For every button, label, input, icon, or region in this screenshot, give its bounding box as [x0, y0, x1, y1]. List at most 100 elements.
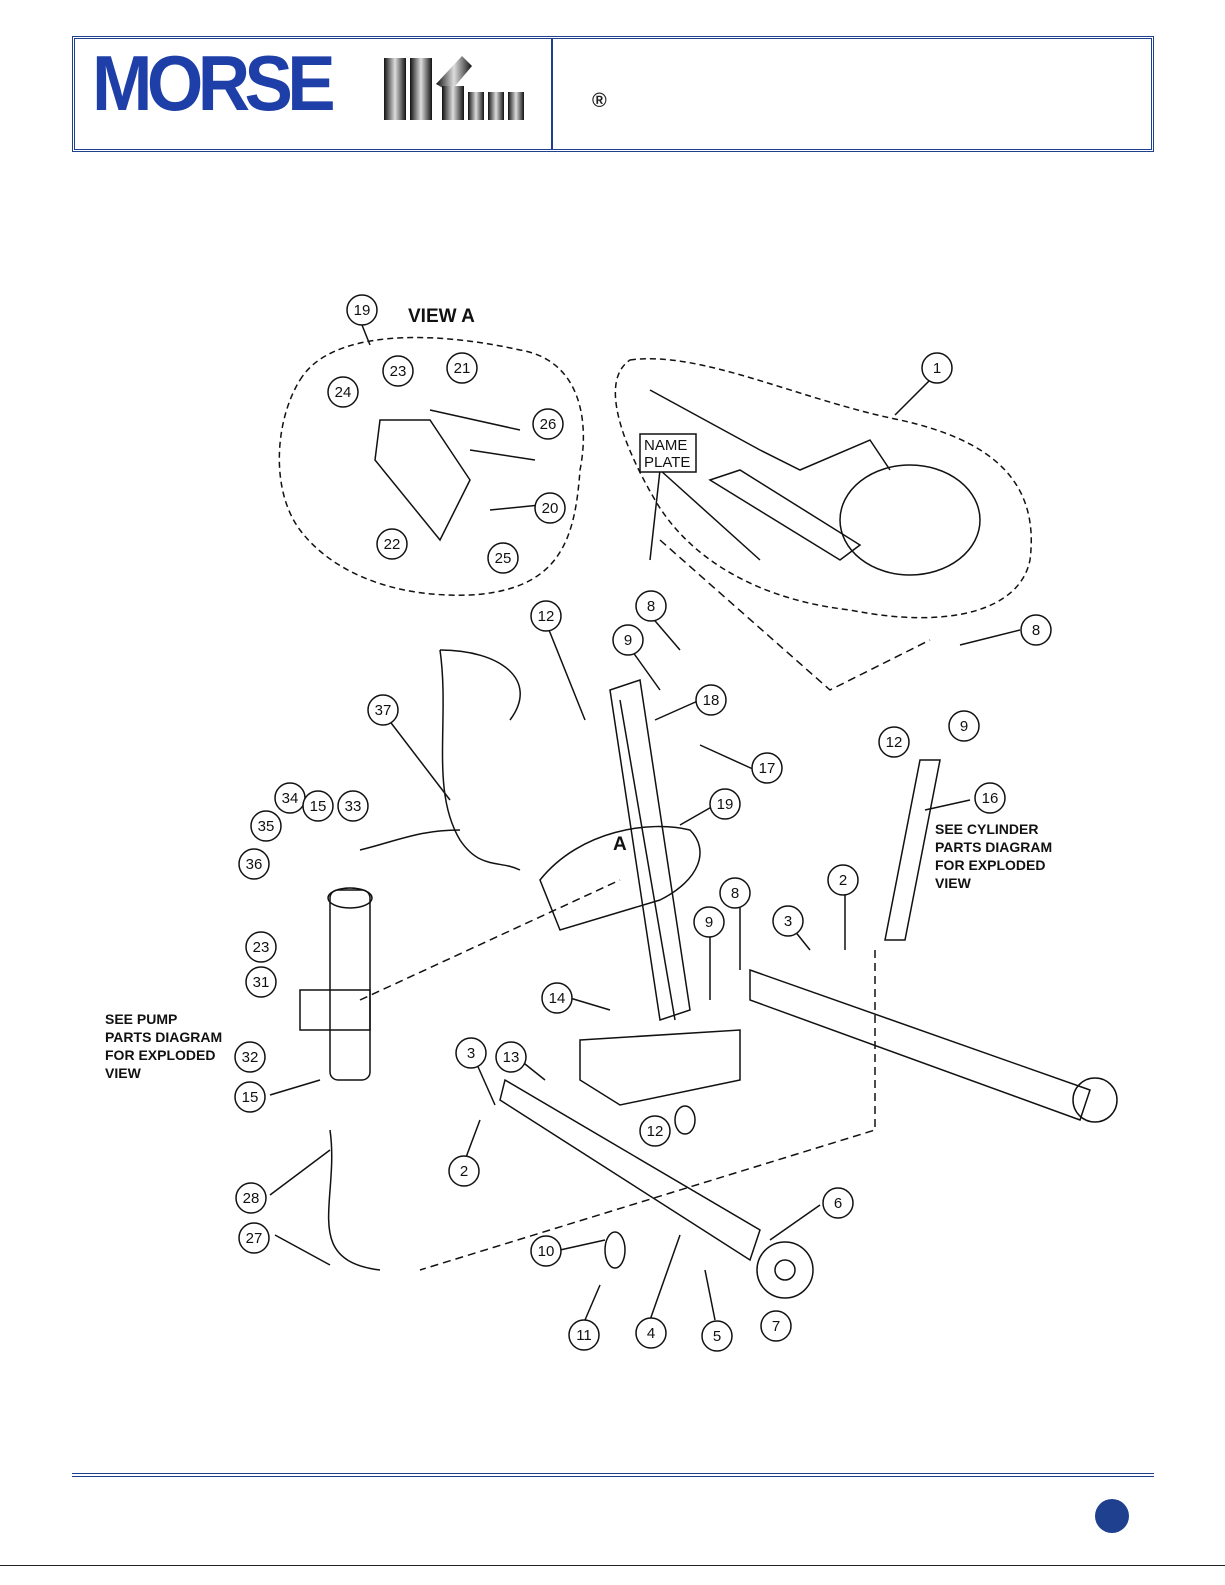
pump-reservoir	[330, 890, 370, 1080]
boom-beam	[710, 470, 860, 560]
callout-number: 28	[243, 1190, 260, 1207]
callout-18: 18	[696, 685, 726, 715]
callout-number: 14	[549, 990, 566, 1007]
callout-8: 8	[720, 878, 750, 908]
callout-number: 15	[310, 798, 327, 815]
boom-outline	[615, 359, 1031, 618]
callout-number: 23	[390, 363, 407, 380]
dash-link-3	[360, 880, 620, 1000]
hose-3	[329, 1130, 380, 1270]
callout-number: 21	[454, 360, 471, 377]
callout-number: 19	[354, 302, 371, 319]
pump-note: SEE PUMP PARTS DIAGRAM FOR EXPLODED VIEW	[105, 1011, 222, 1081]
base-frame	[580, 1030, 740, 1105]
pump-note-line-2: PARTS DIAGRAM	[105, 1029, 222, 1045]
callout-9: 9	[613, 625, 643, 655]
callout-number: 27	[246, 1230, 263, 1247]
left-leg	[500, 1080, 760, 1260]
cylinder-note-line-3: FOR EXPLODED	[935, 857, 1045, 873]
nameplate-label-1: NAME	[644, 437, 687, 454]
callout-9: 9	[694, 907, 724, 937]
view-a-title: VIEW A	[408, 306, 475, 327]
callout-6: 6	[823, 1188, 853, 1218]
callout-number: 9	[960, 718, 968, 735]
callout-12: 12	[640, 1116, 670, 1146]
callout-number: 12	[886, 734, 903, 751]
callout-number: 12	[647, 1123, 664, 1140]
callout-8: 8	[636, 591, 666, 621]
pump-note-line-4: VIEW	[105, 1065, 142, 1081]
drum-clamp	[840, 465, 980, 575]
callout-14: 14	[542, 983, 572, 1013]
callout-number: 6	[834, 1195, 842, 1212]
callout-5: 5	[702, 1321, 732, 1351]
callout-number: 8	[731, 885, 739, 902]
callout-27: 27	[239, 1223, 269, 1253]
right-wheel	[1073, 1078, 1117, 1122]
callout-number: 37	[375, 702, 392, 719]
callout-number: 7	[772, 1318, 780, 1335]
callout-21: 21	[447, 353, 477, 383]
callout-22: 22	[377, 529, 407, 559]
callout-number: 16	[982, 790, 999, 807]
hose-1	[440, 650, 520, 870]
callout-17: 17	[752, 753, 782, 783]
callout-number: 35	[258, 818, 275, 835]
callout-number: 31	[253, 974, 270, 991]
callout-number: 1	[933, 360, 941, 377]
cylinder-note-line-4: VIEW	[935, 875, 972, 891]
callout-4: 4	[636, 1318, 666, 1348]
callout-3: 3	[773, 906, 803, 936]
callout-19: 19	[347, 295, 377, 325]
callout-37: 37	[368, 695, 398, 725]
nameplate-label-2: PLATE	[644, 454, 690, 471]
cylinder	[885, 760, 940, 940]
dash-link-1	[660, 540, 930, 690]
callout-8: 8	[1021, 615, 1051, 645]
callout-number: 9	[705, 914, 713, 931]
callout-number: 4	[647, 1325, 655, 1342]
callout-number: 11	[576, 1327, 592, 1344]
callout-13: 13	[496, 1042, 526, 1072]
callout-15: 15	[235, 1082, 265, 1112]
callout-number: 15	[242, 1089, 259, 1106]
callout-33: 33	[338, 791, 368, 821]
callout-26: 26	[533, 409, 563, 439]
callout-32: 32	[235, 1042, 265, 1072]
cylinder-note: SEE CYLINDER PARTS DIAGRAM FOR EXPLODED …	[935, 821, 1052, 891]
view-a-outline	[279, 338, 583, 596]
callout-number: 36	[246, 856, 263, 873]
callout-number: 26	[540, 416, 557, 433]
callout-number: 23	[253, 939, 270, 956]
callout-7: 7	[761, 1311, 791, 1341]
callout-number: 25	[495, 550, 512, 567]
callout-number: 33	[345, 798, 362, 815]
callout-3: 3	[456, 1038, 486, 1068]
dash-link-2	[420, 950, 875, 1270]
callout-2: 2	[449, 1156, 479, 1186]
caster-center	[605, 1232, 625, 1268]
page-dot-icon	[1095, 1499, 1129, 1533]
callout-23: 23	[383, 356, 413, 386]
callout-number: 3	[784, 913, 792, 930]
bottom-border	[0, 1565, 1225, 1566]
callout-number: 8	[1032, 622, 1040, 639]
cylinder-note-line-2: PARTS DIAGRAM	[935, 839, 1052, 855]
callout-number: 24	[335, 384, 352, 401]
callout-1: 1	[922, 353, 952, 383]
callout-20: 20	[535, 493, 565, 523]
cylinder-note-line-1: SEE CYLINDER	[935, 821, 1038, 837]
callout-9: 9	[949, 711, 979, 741]
callout-2: 2	[828, 865, 858, 895]
callout-34: 34	[275, 783, 305, 813]
callout-11: 11	[569, 1320, 599, 1350]
nameplate-leader	[650, 470, 760, 560]
callout-number: 10	[538, 1243, 555, 1260]
detail-marker-a: A	[613, 834, 627, 855]
callout-31: 31	[246, 967, 276, 997]
left-wheel	[757, 1242, 813, 1298]
callout-number: 8	[647, 598, 655, 615]
pump-note-line-1: SEE PUMP	[105, 1011, 177, 1027]
callout-19: 19	[710, 789, 740, 819]
